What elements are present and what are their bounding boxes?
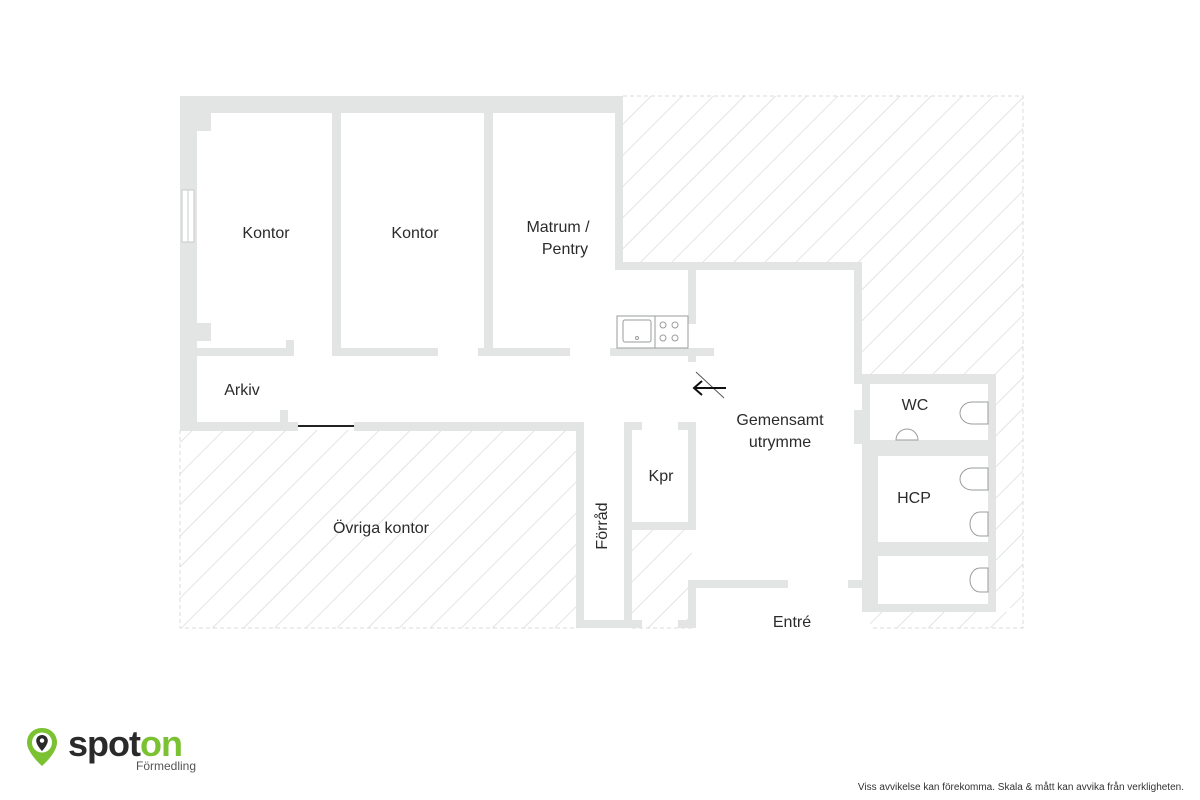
arrow-head [692,380,703,396]
stove-burner [659,321,667,329]
label-hcp: HCP [897,490,931,507]
toilet-icon [959,467,989,491]
wall-kontor-divider [332,113,341,356]
brand-subtitle: Förmedling [136,759,197,773]
label-forrad: Förråd [593,502,611,549]
wall-left [180,96,197,430]
label-arkiv: Arkiv [224,382,260,399]
brand-name-part1: spot [68,723,141,764]
label-wc: WC [902,397,929,414]
wall-top [180,96,623,113]
brand-logo: spoton Förmedling [24,722,224,782]
brand-name-part2: on [140,723,183,764]
hatched-areas [180,96,1023,628]
label-utrymme: utrymme [749,434,811,451]
wall-pentry-divider [484,113,493,356]
kitchen [616,315,689,349]
hatch-below-kpr [632,528,692,628]
entrance-door-arrow-line [695,371,725,399]
label-kontor-1: Kontor [242,225,290,242]
toilet-icon [969,567,989,593]
toilets [895,401,989,593]
label-entre: Entré [773,614,811,631]
doors [298,371,726,427]
label-kpr: Kpr [649,468,675,485]
kitchen-counter [616,315,689,349]
label-pentry: Pentry [542,241,588,258]
label-ovriga-kontor: Övriga kontor [333,519,430,537]
label-gemensamt: Gemensamt [736,412,824,429]
toilet-icon [969,511,989,537]
disclaimer: Viss avvikelse kan förekomma. Skala & må… [857,782,1184,793]
label-kontor-2: Kontor [391,225,439,242]
location-pin-icon [27,728,57,766]
hatch-far-right [996,376,1023,608]
hatch-right-strip [860,266,1023,376]
hatch-bottom-right [870,612,1023,628]
wall-corridor-bottom [180,422,298,431]
toilet-icon [959,401,989,425]
room-labels: Kontor Kontor Matrum / Pentry Arkiv Geme… [224,219,931,631]
label-matrum: Matrum / [526,219,590,236]
hatch-ovriga-kontor [180,430,578,628]
brand-name: spoton [68,722,183,766]
hatch-top-right [623,96,1023,266]
sink [622,319,652,343]
window [181,189,195,243]
sink-icon [895,428,919,441]
